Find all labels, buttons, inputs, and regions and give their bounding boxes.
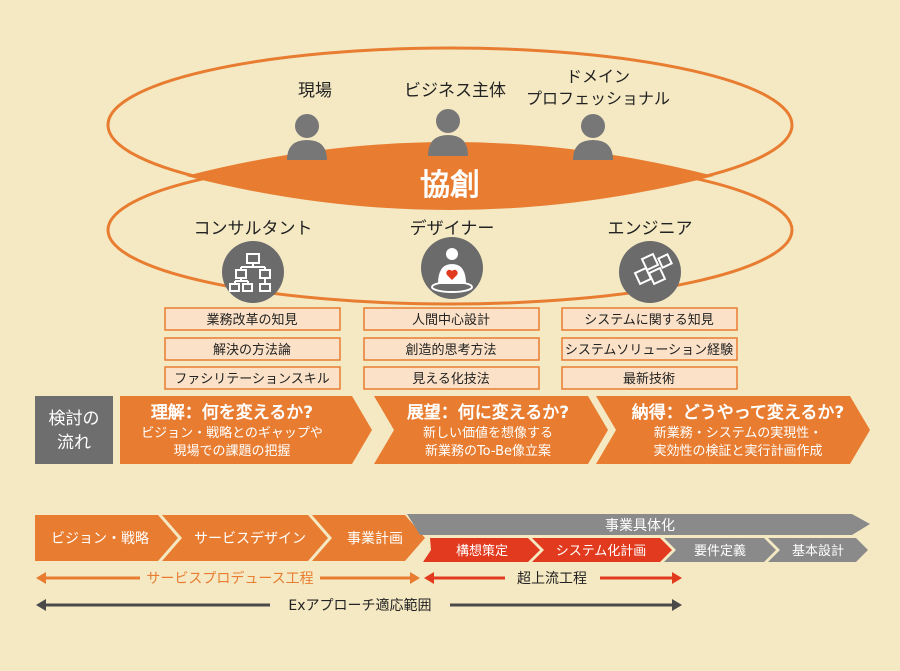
process-sub-stage-requirements (664, 538, 776, 562)
flow-step-title: 納得：どうやって変えるか? (632, 402, 845, 423)
flow-step-agree (596, 396, 870, 464)
process-stage-vision (35, 515, 178, 561)
skill-label: 人間中心設計 (412, 312, 490, 328)
org-chart-icon (222, 241, 284, 303)
flow-step-text: 新業務のTo-Be像立案 (425, 443, 551, 459)
skill-box (561, 307, 738, 331)
process-sub-stage-label: システム化計画 (556, 543, 647, 559)
skill-box (363, 307, 540, 331)
process-sub-stage-basic-design (768, 538, 868, 562)
super-upstream-range-arrow (424, 572, 682, 584)
flow-label-box (35, 396, 113, 464)
stakeholder-domain-label-1: ドメイン (566, 67, 630, 86)
flow-label-line2: 流れ (57, 433, 91, 453)
skill-label: 見える化技法 (412, 372, 490, 387)
skill-box (561, 366, 738, 390)
engineer-skills: システムに関する知見 システムソリューション経験 最新技術 (561, 307, 738, 390)
process-stage-label: サービスデザイン (194, 530, 306, 547)
process-stage-business-plan (312, 515, 425, 561)
process-sub-stage-label: 基本設計 (792, 543, 844, 559)
person-icon (573, 114, 613, 160)
skill-label: 最新技術 (623, 371, 675, 387)
process-sub-stage-label: 構想策定 (456, 543, 508, 559)
flow-step-outlook (374, 396, 608, 464)
cubes-icon (619, 241, 681, 303)
flow-step-text: 新しい価値を想像する (423, 425, 553, 441)
role-engineer-title: エンジニア (608, 219, 693, 239)
cocreation-label: 協創 (420, 168, 480, 203)
process-gray-header-label: 事業具体化 (605, 518, 675, 534)
skill-label: 業務改革の知見 (206, 312, 297, 328)
heart-person-icon (421, 237, 483, 299)
consultant-skills: 業務改革の知見 解決の方法論 ファシリテーションスキル (164, 307, 341, 390)
skill-label: システムに関する知見 (584, 312, 714, 328)
process-sub-stage-label: 要件定義 (694, 543, 746, 559)
person-icon (428, 109, 468, 156)
flow-step-understand (120, 396, 372, 464)
skill-box (164, 366, 341, 390)
stakeholder-business-label: ビジネス主体 (404, 81, 506, 101)
ex-approach-range-arrow (36, 599, 682, 611)
skill-box (363, 366, 540, 390)
skill-label: ファシリテーションスキル (174, 372, 329, 387)
service-produce-range-label: サービスプロデュース工程 (146, 570, 313, 587)
skill-label: 解決の方法論 (213, 342, 291, 358)
process-sub-stage-concept (423, 538, 540, 562)
flow-step-text: 現場での課題の把握 (173, 443, 290, 459)
stakeholder-genba-label: 現場 (298, 81, 332, 101)
flow-step-text: 実効性の検証と実行計画作成 (653, 443, 822, 459)
person-icon (287, 114, 327, 160)
skill-box (363, 337, 540, 361)
skill-label: 創造的思考方法 (405, 342, 496, 358)
process-sub-stage-system-plan (532, 538, 672, 562)
flow-step-title: 理解：何を変えるか? (151, 402, 313, 423)
role-designer-title: デザイナー (410, 218, 495, 239)
super-upstream-range-label: 超上流工程 (517, 571, 587, 587)
skill-box (561, 337, 738, 361)
flow-step-text: ビジョン・戦略とのギャップや (141, 425, 323, 441)
ex-approach-range-label: Exアプローチ適応範囲 (288, 597, 431, 614)
flow-step-title: 展望：何に変えるか? (407, 402, 569, 423)
skill-label: システムソリューション経験 (565, 343, 733, 358)
service-produce-range-arrow (36, 572, 420, 584)
process-stage-service-design (162, 515, 328, 561)
process-gray-header (407, 514, 870, 535)
stakeholder-domain-label-2: プロフェッショナル (526, 89, 670, 108)
process-stage-label: 事業計画 (347, 531, 403, 547)
designer-skills: 人間中心設計 創造的思考方法 見える化技法 (363, 307, 540, 390)
skill-box (164, 337, 341, 361)
role-consultant-title: コンサルタント (194, 219, 313, 239)
process-stage-label: ビジョン・戦略 (51, 531, 149, 547)
skill-box (164, 307, 341, 331)
flow-label-line1: 検討の (49, 409, 100, 429)
flow-step-text: 新業務・システムの実現性・ (654, 425, 823, 441)
